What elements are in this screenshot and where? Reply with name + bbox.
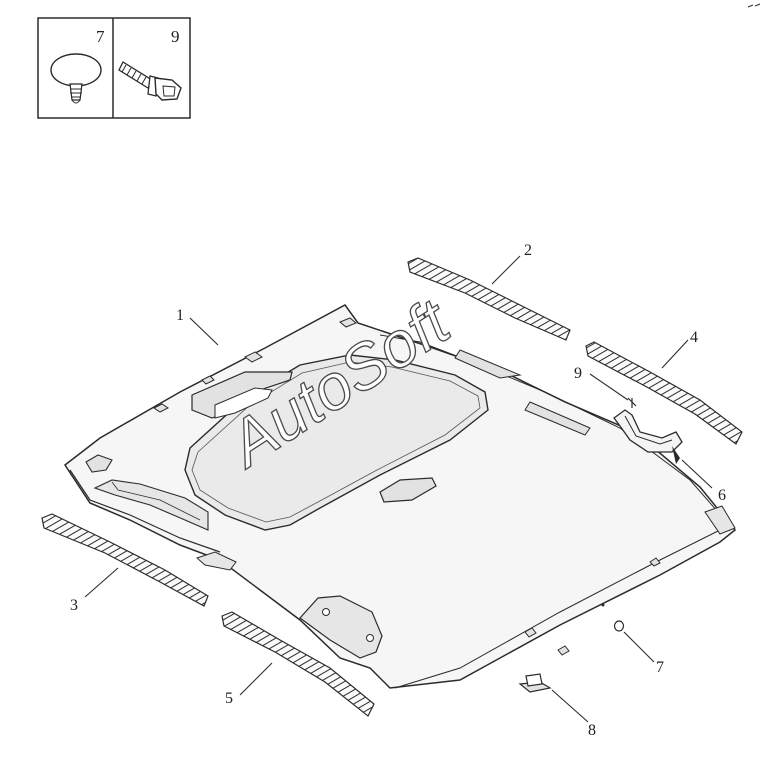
clip-hole	[524, 627, 537, 638]
clip-hole	[244, 351, 263, 363]
clip-hole	[339, 317, 357, 328]
headliner-panel	[63, 304, 737, 689]
inset-label-7: 7	[96, 27, 105, 46]
lamp-cutout	[379, 477, 437, 503]
pin-hole	[601, 603, 605, 607]
console-opening	[214, 387, 273, 419]
inset-label-9: 9	[171, 27, 180, 46]
rear-corner-tab	[704, 505, 736, 535]
callout-9: 9	[574, 365, 582, 382]
sunroof-inner-edge	[191, 361, 481, 523]
side-rail-strip	[524, 401, 591, 436]
side-rail-strip	[454, 349, 522, 379]
clip-hole	[201, 375, 215, 385]
screw-icon	[627, 397, 637, 408]
bolt-icon	[118, 61, 182, 101]
callout-1: 1	[176, 307, 184, 324]
parts-inset: 7 9	[37, 17, 191, 119]
retainer-8	[518, 673, 552, 693]
callout-6: 6	[718, 487, 726, 504]
callout-7: 7	[656, 659, 664, 676]
trim-strip-upper-right	[407, 257, 571, 341]
front-header-strip	[93, 479, 209, 531]
push-clip-icon	[50, 53, 102, 104]
headliner-side-fold	[379, 334, 726, 521]
callout-2: 2	[524, 242, 532, 259]
clip-hole	[557, 645, 570, 656]
callout-3: 3	[70, 597, 78, 614]
callout-8: 8	[588, 722, 596, 739]
callout-4: 4	[690, 329, 698, 346]
trim-strip-left	[41, 513, 209, 607]
rear-bracket	[299, 595, 383, 659]
clip-7	[613, 620, 625, 632]
clip-hole	[153, 403, 169, 413]
leader-lines	[84, 255, 713, 723]
clip-hole	[649, 557, 661, 567]
trim-strip-right	[585, 341, 743, 445]
headliner-rear-fold	[394, 529, 721, 689]
visor-recess-left	[85, 454, 113, 473]
headliner-front-edge	[69, 469, 221, 553]
trim-strip-lower-left	[221, 611, 375, 717]
callout-5: 5	[225, 690, 233, 707]
corner-mark	[747, 3, 761, 8]
grab-handle	[613, 409, 683, 464]
